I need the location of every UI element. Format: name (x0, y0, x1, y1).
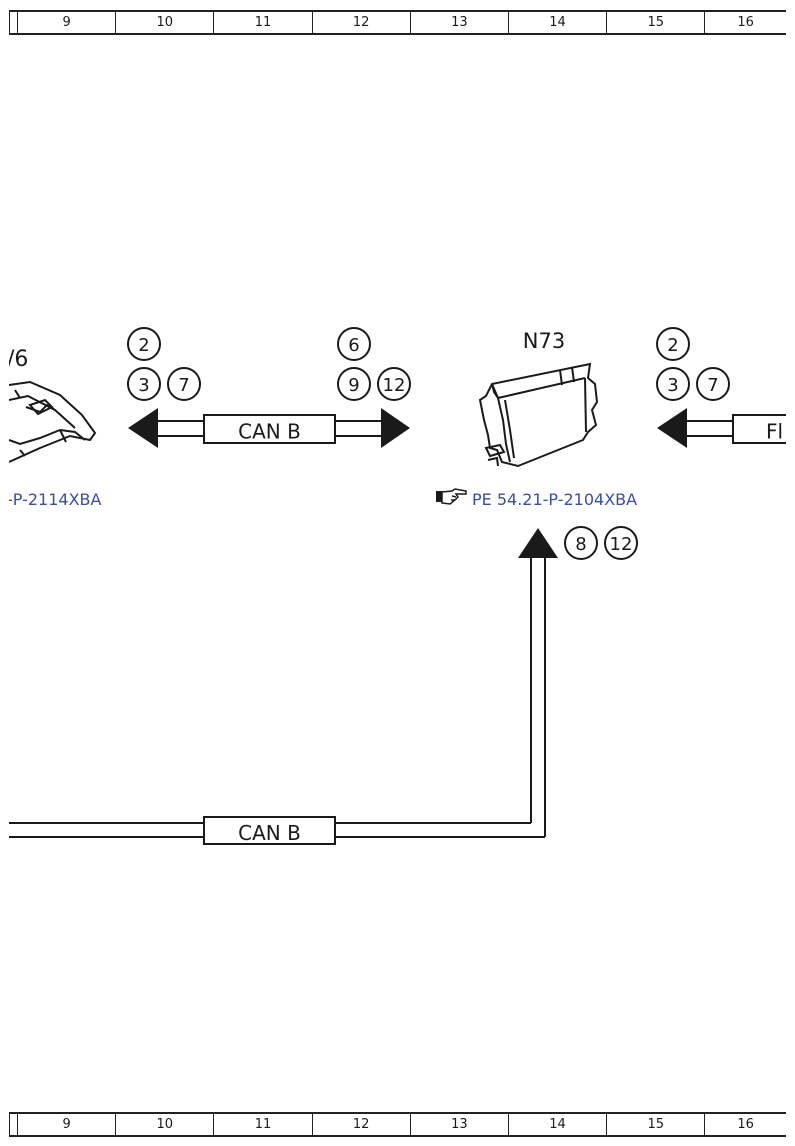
grid-col-12: 12 (311, 12, 410, 33)
left-component-image (9, 380, 97, 463)
marker-7: 7 (707, 375, 718, 396)
vertical-marker-group (564, 526, 638, 560)
n73-component-image (478, 362, 599, 468)
grid-col-13: 13 (409, 1114, 508, 1135)
marker-3: 3 (667, 375, 678, 396)
arrow-left-icon (657, 408, 687, 448)
grid-col-10: 10 (115, 1114, 213, 1135)
marker-12: 12 (610, 534, 633, 555)
left-marker-group (127, 327, 201, 401)
vertical-bus (518, 528, 558, 837)
grid-col-16: 16 (704, 1114, 786, 1135)
arrow-left-icon (128, 408, 158, 448)
n73-label: N73 (523, 329, 565, 353)
pointing-hand-icon (436, 488, 467, 505)
column-grid-top: 9 10 11 12 13 14 15 16 (9, 10, 786, 35)
marker-7: 7 (178, 375, 189, 396)
grid-col-15: 15 (606, 1114, 704, 1135)
arrow-up-icon (518, 528, 558, 558)
column-grid-bottom: 9 10 11 12 13 14 15 16 (9, 1112, 786, 1137)
grid-col-9: 9 (17, 1114, 115, 1135)
can-b-lower-label: CAN B (238, 821, 301, 845)
grid-col-15: 15 (606, 12, 704, 33)
grid-col-10: 10 (115, 12, 213, 33)
grid-col-16: 16 (704, 12, 786, 33)
marker-6: 6 (348, 335, 359, 356)
marker-2: 2 (667, 335, 678, 356)
marker-8: 8 (575, 534, 586, 555)
right-partial-bus (657, 408, 786, 448)
right-marker-group (656, 327, 730, 401)
grid-col-11: 11 (213, 1114, 311, 1135)
grid-col-14: 14 (507, 1114, 606, 1135)
grid-col-9: 9 (17, 12, 115, 33)
grid-col-11: 11 (213, 12, 311, 33)
arrow-right-icon (381, 408, 410, 448)
can-b-lower-bus (9, 816, 545, 845)
grid-col-12: 12 (311, 1114, 410, 1135)
can-b-upper-label: CAN B (238, 420, 301, 444)
n73-reference-link[interactable]: PE 54.21-P-2104XBA (472, 490, 637, 509)
grid-col-14: 14 (507, 12, 606, 33)
marker-9: 9 (348, 375, 359, 396)
marker-3: 3 (138, 375, 149, 396)
grid-cell-spacer (9, 1114, 17, 1135)
grid-col-13: 13 (409, 12, 508, 33)
middle-marker-group (337, 327, 411, 401)
left-reference-link[interactable]: -P-2114XBA (7, 490, 102, 509)
can-b-upper-bus (128, 408, 410, 448)
right-partial-bus-label: Fl (766, 420, 783, 444)
marker-2: 2 (138, 335, 149, 356)
grid-cell-spacer (9, 12, 17, 33)
left-component-label: /6 (7, 347, 28, 372)
marker-12: 12 (383, 375, 406, 396)
